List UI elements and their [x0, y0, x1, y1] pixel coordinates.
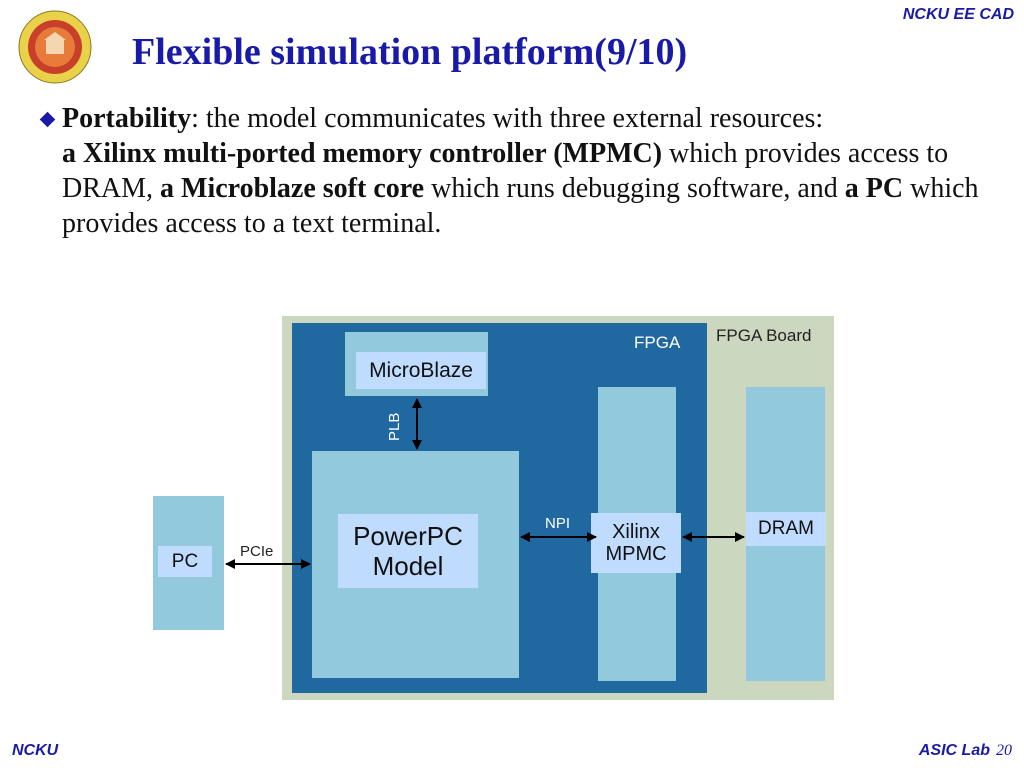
- footer-lab: ASIC Lab: [918, 742, 990, 759]
- mpmc-label-line2: MPMC: [605, 543, 667, 565]
- bullet-text-4: which provides access to a text terminal…: [62, 173, 979, 239]
- bullet-term: Portability: [62, 103, 192, 134]
- architecture-diagram: FPGA Board FPGA MicroBlaze PowerPC Model…: [150, 315, 840, 705]
- bullet-text-2: which provides access to DRAM,: [62, 138, 949, 204]
- footer-left: NCKU: [12, 742, 59, 759]
- bullet-text-3: which runs debugging software, and: [424, 173, 845, 204]
- footer-right: ASIC Lab 20: [919, 742, 1012, 760]
- powerpc-label: PowerPC Model: [338, 514, 478, 588]
- header-org: NCKU EE CAD: [902, 6, 1014, 23]
- pcie-label: PCIe: [240, 543, 274, 560]
- page-title: Flexible simulation platform(9/10): [132, 31, 688, 73]
- mpmc-label: Xilinx MPMC: [591, 513, 681, 573]
- bullet-bold-1: a Xilinx multi-ported memory controller …: [62, 138, 663, 169]
- fpga-label: FPGA: [634, 333, 681, 352]
- npi-label: NPI: [545, 515, 571, 532]
- pc-label: PC: [158, 546, 212, 577]
- dram-label: DRAM: [746, 512, 826, 546]
- bullet-paragraph: Portability: the model communicates with…: [62, 101, 1002, 241]
- powerpc-label-line2: Model: [372, 551, 444, 581]
- connection-arrows: [225, 398, 745, 569]
- bullet-text-1: : the model communicates with three exte…: [191, 103, 824, 134]
- bullet-bold-2: a Microblaze soft core: [160, 173, 425, 204]
- ncku-logo: [18, 10, 92, 84]
- powerpc-label-line1: PowerPC: [353, 521, 463, 551]
- fpga-board-label: FPGA Board: [716, 326, 812, 345]
- page-number: 20: [996, 742, 1012, 759]
- plb-label: PLB: [386, 412, 403, 441]
- mpmc-label-line1: Xilinx: [612, 521, 660, 543]
- microblaze-label: MicroBlaze: [356, 352, 486, 389]
- bullet-diamond-icon: [39, 111, 56, 128]
- bullet-bold-3: a PC: [844, 173, 904, 204]
